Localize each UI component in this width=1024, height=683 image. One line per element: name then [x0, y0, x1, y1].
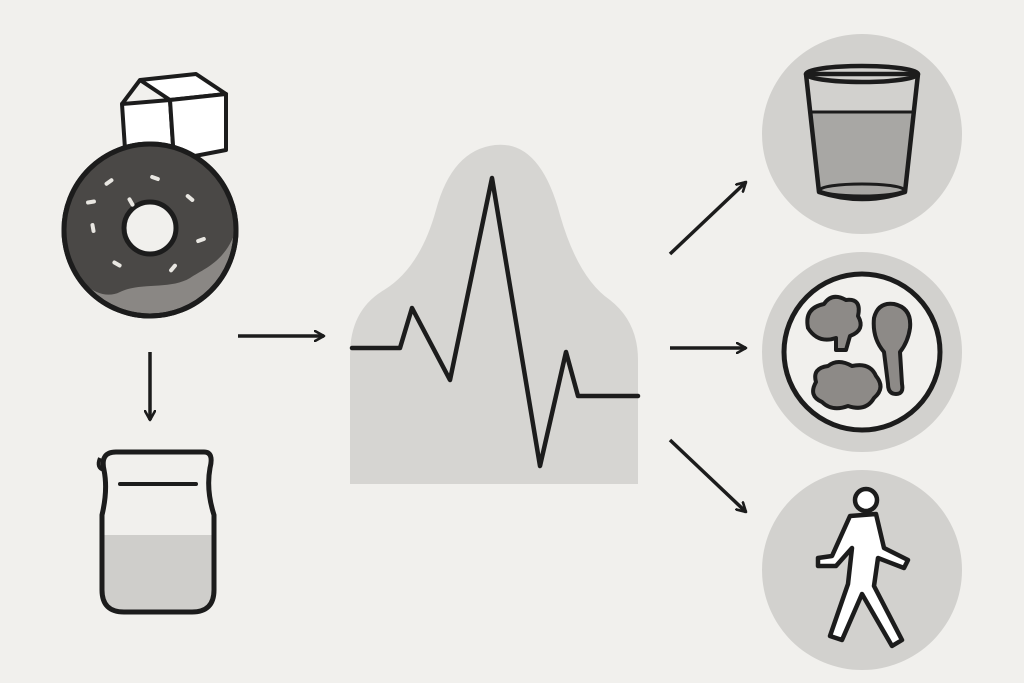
- broccoli-icon: [805, 294, 863, 352]
- donut-sprinkles: [86, 174, 206, 273]
- arrow-to-water: [668, 182, 746, 256]
- greens-icon: [811, 360, 883, 411]
- walking-person-icon: [762, 470, 962, 670]
- drumstick-icon: [871, 301, 913, 396]
- sugar-jar-icon: [96, 449, 217, 615]
- glass-of-water-icon: [762, 34, 962, 234]
- glucose-spike-icon: [349, 144, 641, 484]
- arrow-to-walk: [668, 438, 746, 512]
- donut-icon: [61, 141, 239, 319]
- sugar-cube-icon: [120, 72, 228, 166]
- balanced-meal-icon: [762, 252, 962, 452]
